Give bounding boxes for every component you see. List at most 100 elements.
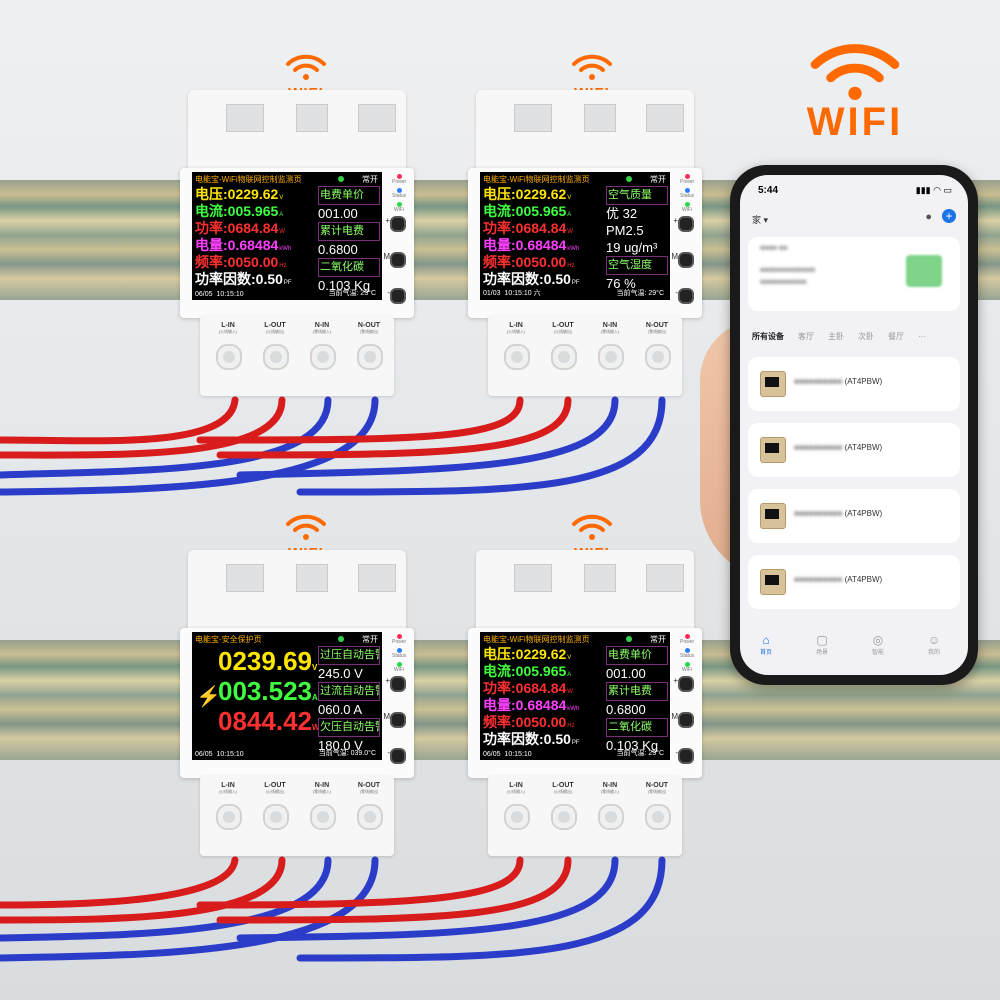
terminal-screw[interactable] bbox=[310, 344, 336, 370]
reading-row: 电流:005.965A bbox=[483, 203, 572, 219]
meter-button-1[interactable] bbox=[678, 712, 694, 728]
terminal-screw[interactable] bbox=[310, 804, 336, 830]
status-time: 5:44 bbox=[758, 185, 779, 196]
meter-button-2[interactable] bbox=[390, 748, 406, 764]
side-cell: 累计电费 bbox=[318, 222, 380, 241]
terminal-screw[interactable] bbox=[645, 804, 671, 830]
terminal-screw[interactable] bbox=[504, 344, 530, 370]
terminal-label: N-IN(零线输入) bbox=[312, 322, 332, 334]
add-device-button[interactable]: + bbox=[942, 209, 956, 223]
side-cell: 过压自动告警 bbox=[318, 646, 380, 665]
terminal-label: N-OUT(零线输出) bbox=[645, 782, 669, 794]
home-selector[interactable]: 家 ▾ bbox=[752, 215, 769, 225]
terminal-block: L-IN(火线输入)L-OUT(火线输出)N-IN(零线输入)N-OUT(零线输… bbox=[200, 316, 394, 396]
nav-scene[interactable]: ▢场景 bbox=[802, 633, 842, 656]
meter-button-2[interactable] bbox=[678, 288, 694, 304]
terminal-screw[interactable] bbox=[216, 804, 242, 830]
button-label: + bbox=[673, 676, 678, 685]
led-wifi: WiFi bbox=[680, 662, 694, 673]
device-card[interactable]: ■■■■■■■■■■ (AT4PBW) bbox=[748, 489, 960, 543]
meter-button-1[interactable] bbox=[390, 712, 406, 728]
wifi-badge-large: WIFI bbox=[790, 38, 920, 145]
button-label: + bbox=[385, 216, 390, 225]
meter-button-1[interactable] bbox=[390, 252, 406, 268]
screen-footer: 06/05 10:15:10 bbox=[483, 751, 532, 758]
relay-state: 常开 bbox=[362, 175, 378, 184]
house-illustration bbox=[906, 255, 942, 287]
terminal-screw[interactable] bbox=[645, 344, 671, 370]
meter-button-2[interactable] bbox=[390, 288, 406, 304]
side-cell: 优 32 bbox=[606, 206, 638, 221]
side-cell: PM2.5 bbox=[606, 223, 644, 238]
meter-button-0[interactable] bbox=[678, 676, 694, 692]
weather-card[interactable]: ■■■■ ■■ ■■■■■■■■■■■■■ ■■■■■■■■■■■ bbox=[748, 237, 960, 311]
led-status: Status bbox=[680, 188, 694, 199]
device-card[interactable]: ■■■■■■■■■■ (AT4PBW) bbox=[748, 423, 960, 477]
tab-master-bedroom[interactable]: 主卧 bbox=[828, 332, 844, 341]
reading-row: 电量:0.68484kWh bbox=[483, 697, 580, 713]
device-card[interactable]: ■■■■■■■■■■ (AT4PBW) bbox=[748, 357, 960, 411]
tab-all-devices[interactable]: 所有设备 bbox=[752, 332, 784, 341]
side-cell: 0.103 Kg bbox=[318, 278, 371, 293]
terminal-screw[interactable] bbox=[551, 804, 577, 830]
relay-state: 常开 bbox=[650, 175, 666, 184]
meter-button-1[interactable] bbox=[678, 252, 694, 268]
led-status: Status bbox=[392, 188, 406, 199]
side-cell: 二氧化碳 bbox=[606, 718, 668, 737]
tab-second-bedroom[interactable]: 次卧 bbox=[858, 332, 874, 341]
terminal-screw[interactable] bbox=[263, 344, 289, 370]
meter-button-2[interactable] bbox=[678, 748, 694, 764]
button-label: - bbox=[387, 748, 390, 757]
meter-button-0[interactable] bbox=[390, 216, 406, 232]
reading-row: 功率因数:0.50PF bbox=[195, 271, 292, 287]
terminal-screw[interactable] bbox=[216, 344, 242, 370]
mic-icon[interactable]: ● bbox=[925, 211, 932, 223]
terminal-screw[interactable] bbox=[357, 804, 383, 830]
nav-profile[interactable]: ☺我的 bbox=[914, 633, 954, 656]
reading-row: 电量:0.68484kWh bbox=[483, 237, 580, 253]
tab-living-room[interactable]: 客厅 bbox=[798, 332, 814, 341]
terminal-screw[interactable] bbox=[263, 804, 289, 830]
side-cell: 76 % bbox=[606, 276, 636, 291]
meter-button-0[interactable] bbox=[678, 216, 694, 232]
reading-row: 功率因数:0.50PF bbox=[483, 731, 580, 747]
side-cell: 19 ug/m³ bbox=[606, 240, 658, 255]
terminal-label: L-IN(火线输入) bbox=[506, 782, 526, 794]
status-dot-icon bbox=[626, 636, 632, 642]
button-label: M bbox=[383, 712, 390, 721]
tab-dining-room[interactable]: 餐厅 bbox=[888, 332, 904, 341]
phone-screen: 5:44 ▮▮▮ ◠ ▭ 家 ▾ ● + ■■■■ ■■ ■■■■■■■■■■■… bbox=[740, 175, 968, 675]
button-label: - bbox=[387, 288, 390, 297]
terminal-screw[interactable] bbox=[504, 804, 530, 830]
terminal-screw[interactable] bbox=[598, 804, 624, 830]
terminal-screw[interactable] bbox=[598, 344, 624, 370]
terminal-label: N-IN(零线输入) bbox=[600, 782, 620, 794]
meter-button-0[interactable] bbox=[390, 676, 406, 692]
screen-header: 电能宝-WiFi物联网控制监测页 bbox=[483, 175, 590, 184]
status-dot-icon bbox=[338, 636, 344, 642]
nav-home[interactable]: ⌂首页 bbox=[746, 633, 786, 656]
device-name: ■■■■■■■■■■ (AT4PBW) bbox=[794, 509, 883, 518]
side-cell: 累计电费 bbox=[606, 682, 668, 701]
scene-icon: ▢ bbox=[816, 633, 828, 647]
relay-state: 常开 bbox=[650, 635, 666, 644]
device-card[interactable]: ■■■■■■■■■■ (AT4PBW) bbox=[748, 555, 960, 609]
nav-smart[interactable]: ◎智能 bbox=[858, 633, 898, 656]
led-power: Power bbox=[680, 174, 694, 185]
side-cell: 电费单价 bbox=[318, 186, 380, 205]
terminal-block: L-IN(火线输入)L-OUT(火线输出)N-IN(零线输入)N-OUT(零线输… bbox=[488, 776, 682, 856]
terminal-screw[interactable] bbox=[551, 344, 577, 370]
more-icon[interactable]: ··· bbox=[918, 332, 926, 341]
terminal-screw[interactable] bbox=[357, 344, 383, 370]
